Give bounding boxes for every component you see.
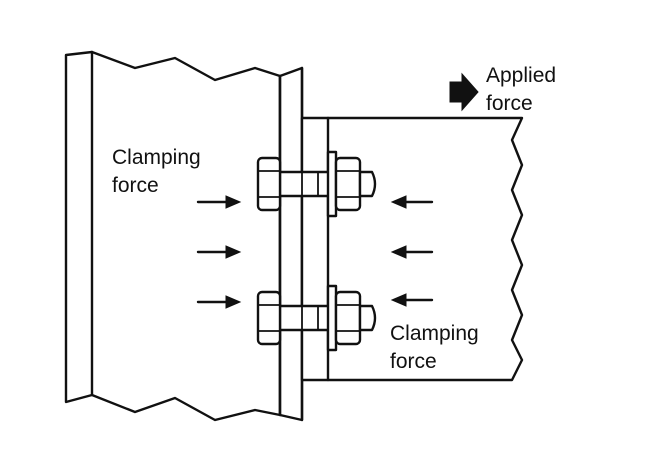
applied-force-label-line1: Applied [486,64,556,87]
left-clamping-arrows [196,195,242,309]
vertical-plate [278,66,304,422]
clamping-force-left-label-line1: Clamping [112,146,201,169]
right-clamping-arrows [390,195,434,307]
lower-bolt [256,284,377,352]
applied-force-label-line2: force [486,92,533,115]
arrow-icon [196,295,242,309]
clamping-force-right-label-line2: force [390,350,437,373]
arrow-icon [390,293,434,307]
clamping-force-left-label-line2: force [112,174,159,197]
block-arrow-right-icon [449,72,479,112]
clamping-force-right-label-line1: Clamping [390,322,479,345]
arrow-icon [196,195,242,209]
arrow-icon [390,195,434,209]
arrow-icon [390,245,434,259]
left-column [64,50,282,422]
arrow-icon [196,245,242,259]
upper-bolt [256,150,377,218]
